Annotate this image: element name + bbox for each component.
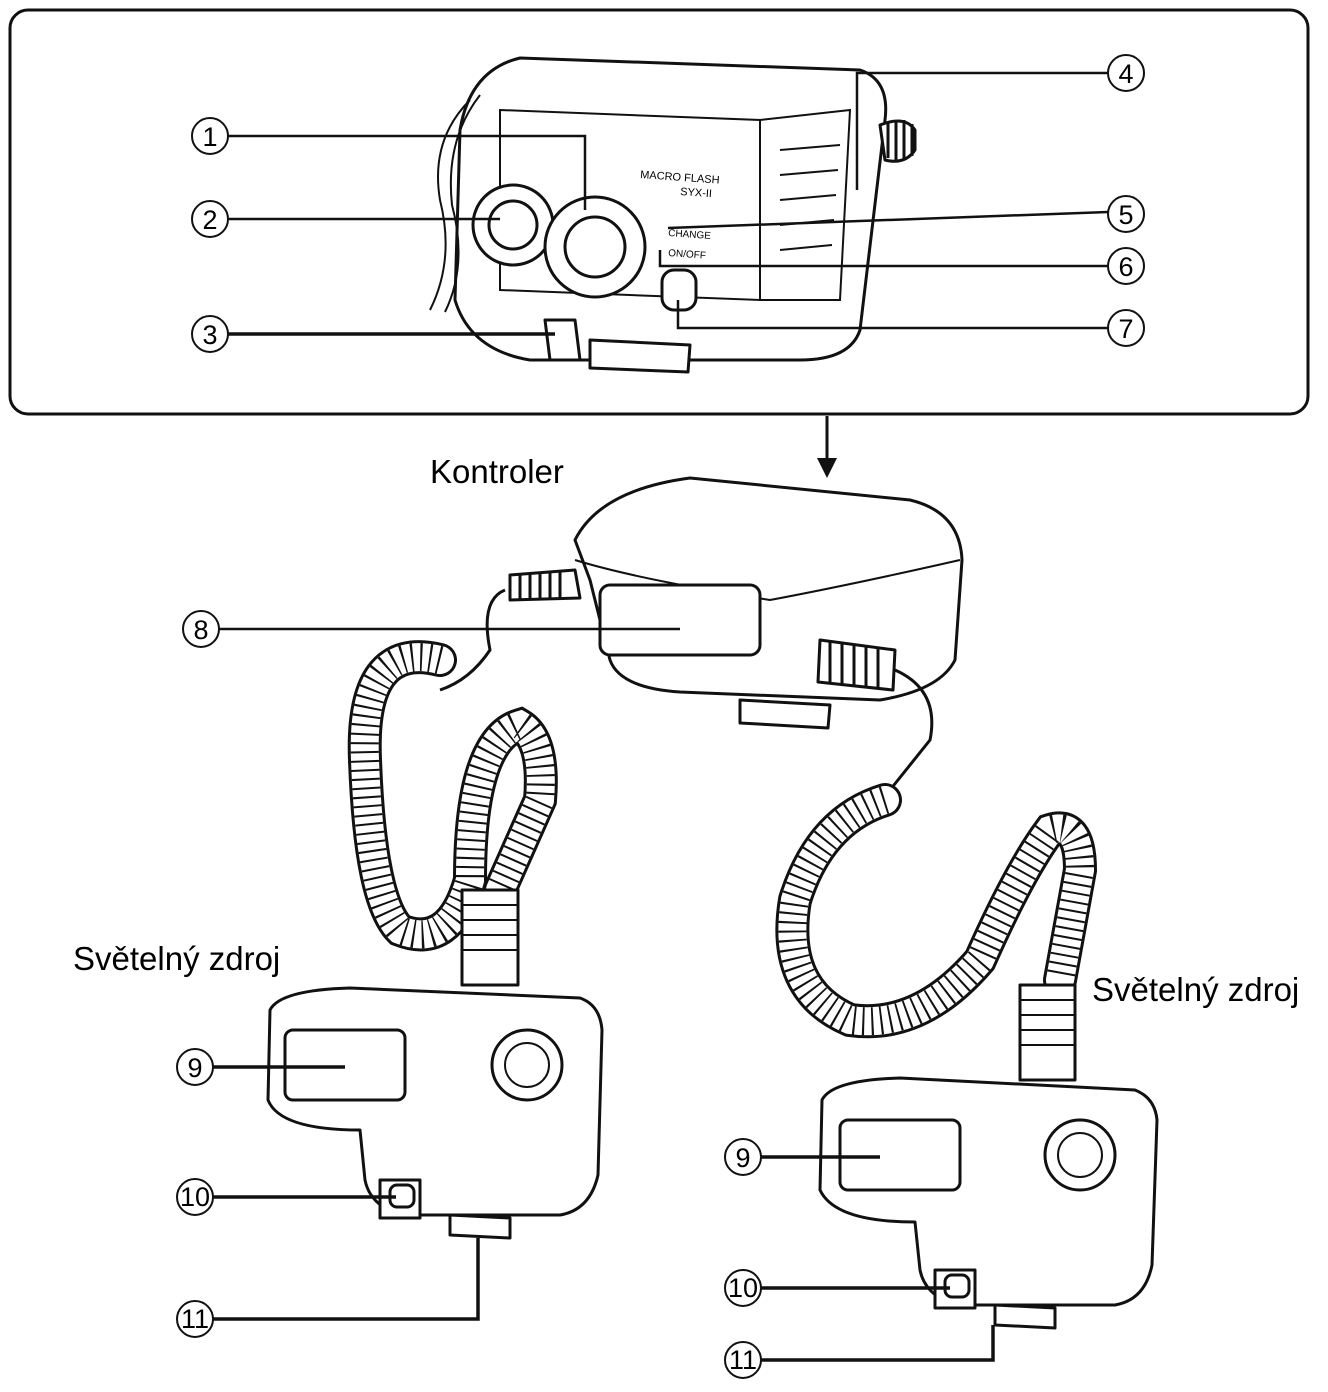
- svg-text:10: 10: [728, 1273, 758, 1303]
- svg-text:9: 9: [735, 1143, 750, 1173]
- left-light-source: [266, 888, 604, 1240]
- callout-6: 6: [658, 247, 1145, 285]
- callout-10-right: 10: [724, 1269, 950, 1307]
- right-light-source: [818, 983, 1159, 1330]
- controller-caption: Kontroler: [430, 453, 564, 490]
- svg-text:5: 5: [1118, 200, 1133, 230]
- callout-2: 2: [191, 200, 500, 238]
- svg-text:3: 3: [202, 320, 217, 350]
- callout-4: 4: [855, 54, 1145, 190]
- detail-inset: MACRO FLASH SYX-II CHANGE ON/OFF 1 2 3 4: [8, 8, 1310, 416]
- callout-11-right: 11: [724, 1325, 995, 1379]
- callout-9-right: 9: [724, 1138, 880, 1176]
- controller-front-view: [508, 476, 964, 730]
- controller-rear-view: MACRO FLASH SYX-II CHANGE ON/OFF: [429, 56, 917, 374]
- onoff-marking: ON/OFF: [668, 248, 706, 262]
- svg-text:10: 10: [180, 1182, 210, 1212]
- right-coiled-cable: [775, 668, 1098, 1039]
- svg-text:1: 1: [202, 122, 217, 152]
- model-marking: MACRO FLASH: [640, 169, 720, 187]
- svg-text:11: 11: [181, 1304, 209, 1334]
- callout-10-left: 10: [176, 1178, 396, 1216]
- light-source-caption-left: Světelný zdroj: [73, 940, 280, 977]
- model-code-marking: SYX-II: [680, 186, 713, 200]
- callout-7: 7: [676, 300, 1145, 347]
- callout-9-left: 9: [176, 1048, 345, 1086]
- svg-text:6: 6: [1118, 252, 1133, 282]
- change-marking: CHANGE: [668, 228, 712, 242]
- callout-5: 5: [667, 195, 1145, 233]
- svg-text:9: 9: [187, 1053, 202, 1083]
- svg-text:4: 4: [1118, 59, 1133, 89]
- callout-3: 3: [191, 315, 555, 353]
- left-coiled-cable: [347, 588, 558, 952]
- pointer-arrow: [817, 416, 837, 478]
- svg-text:7: 7: [1118, 314, 1133, 344]
- callout-8: 8: [182, 610, 680, 648]
- callout-11-left: 11: [176, 1238, 480, 1338]
- light-source-caption-right: Světelný zdroj: [1092, 971, 1299, 1008]
- callout-1: 1: [191, 117, 587, 210]
- svg-text:2: 2: [202, 205, 217, 235]
- svg-text:8: 8: [193, 615, 208, 645]
- svg-text:11: 11: [729, 1345, 757, 1375]
